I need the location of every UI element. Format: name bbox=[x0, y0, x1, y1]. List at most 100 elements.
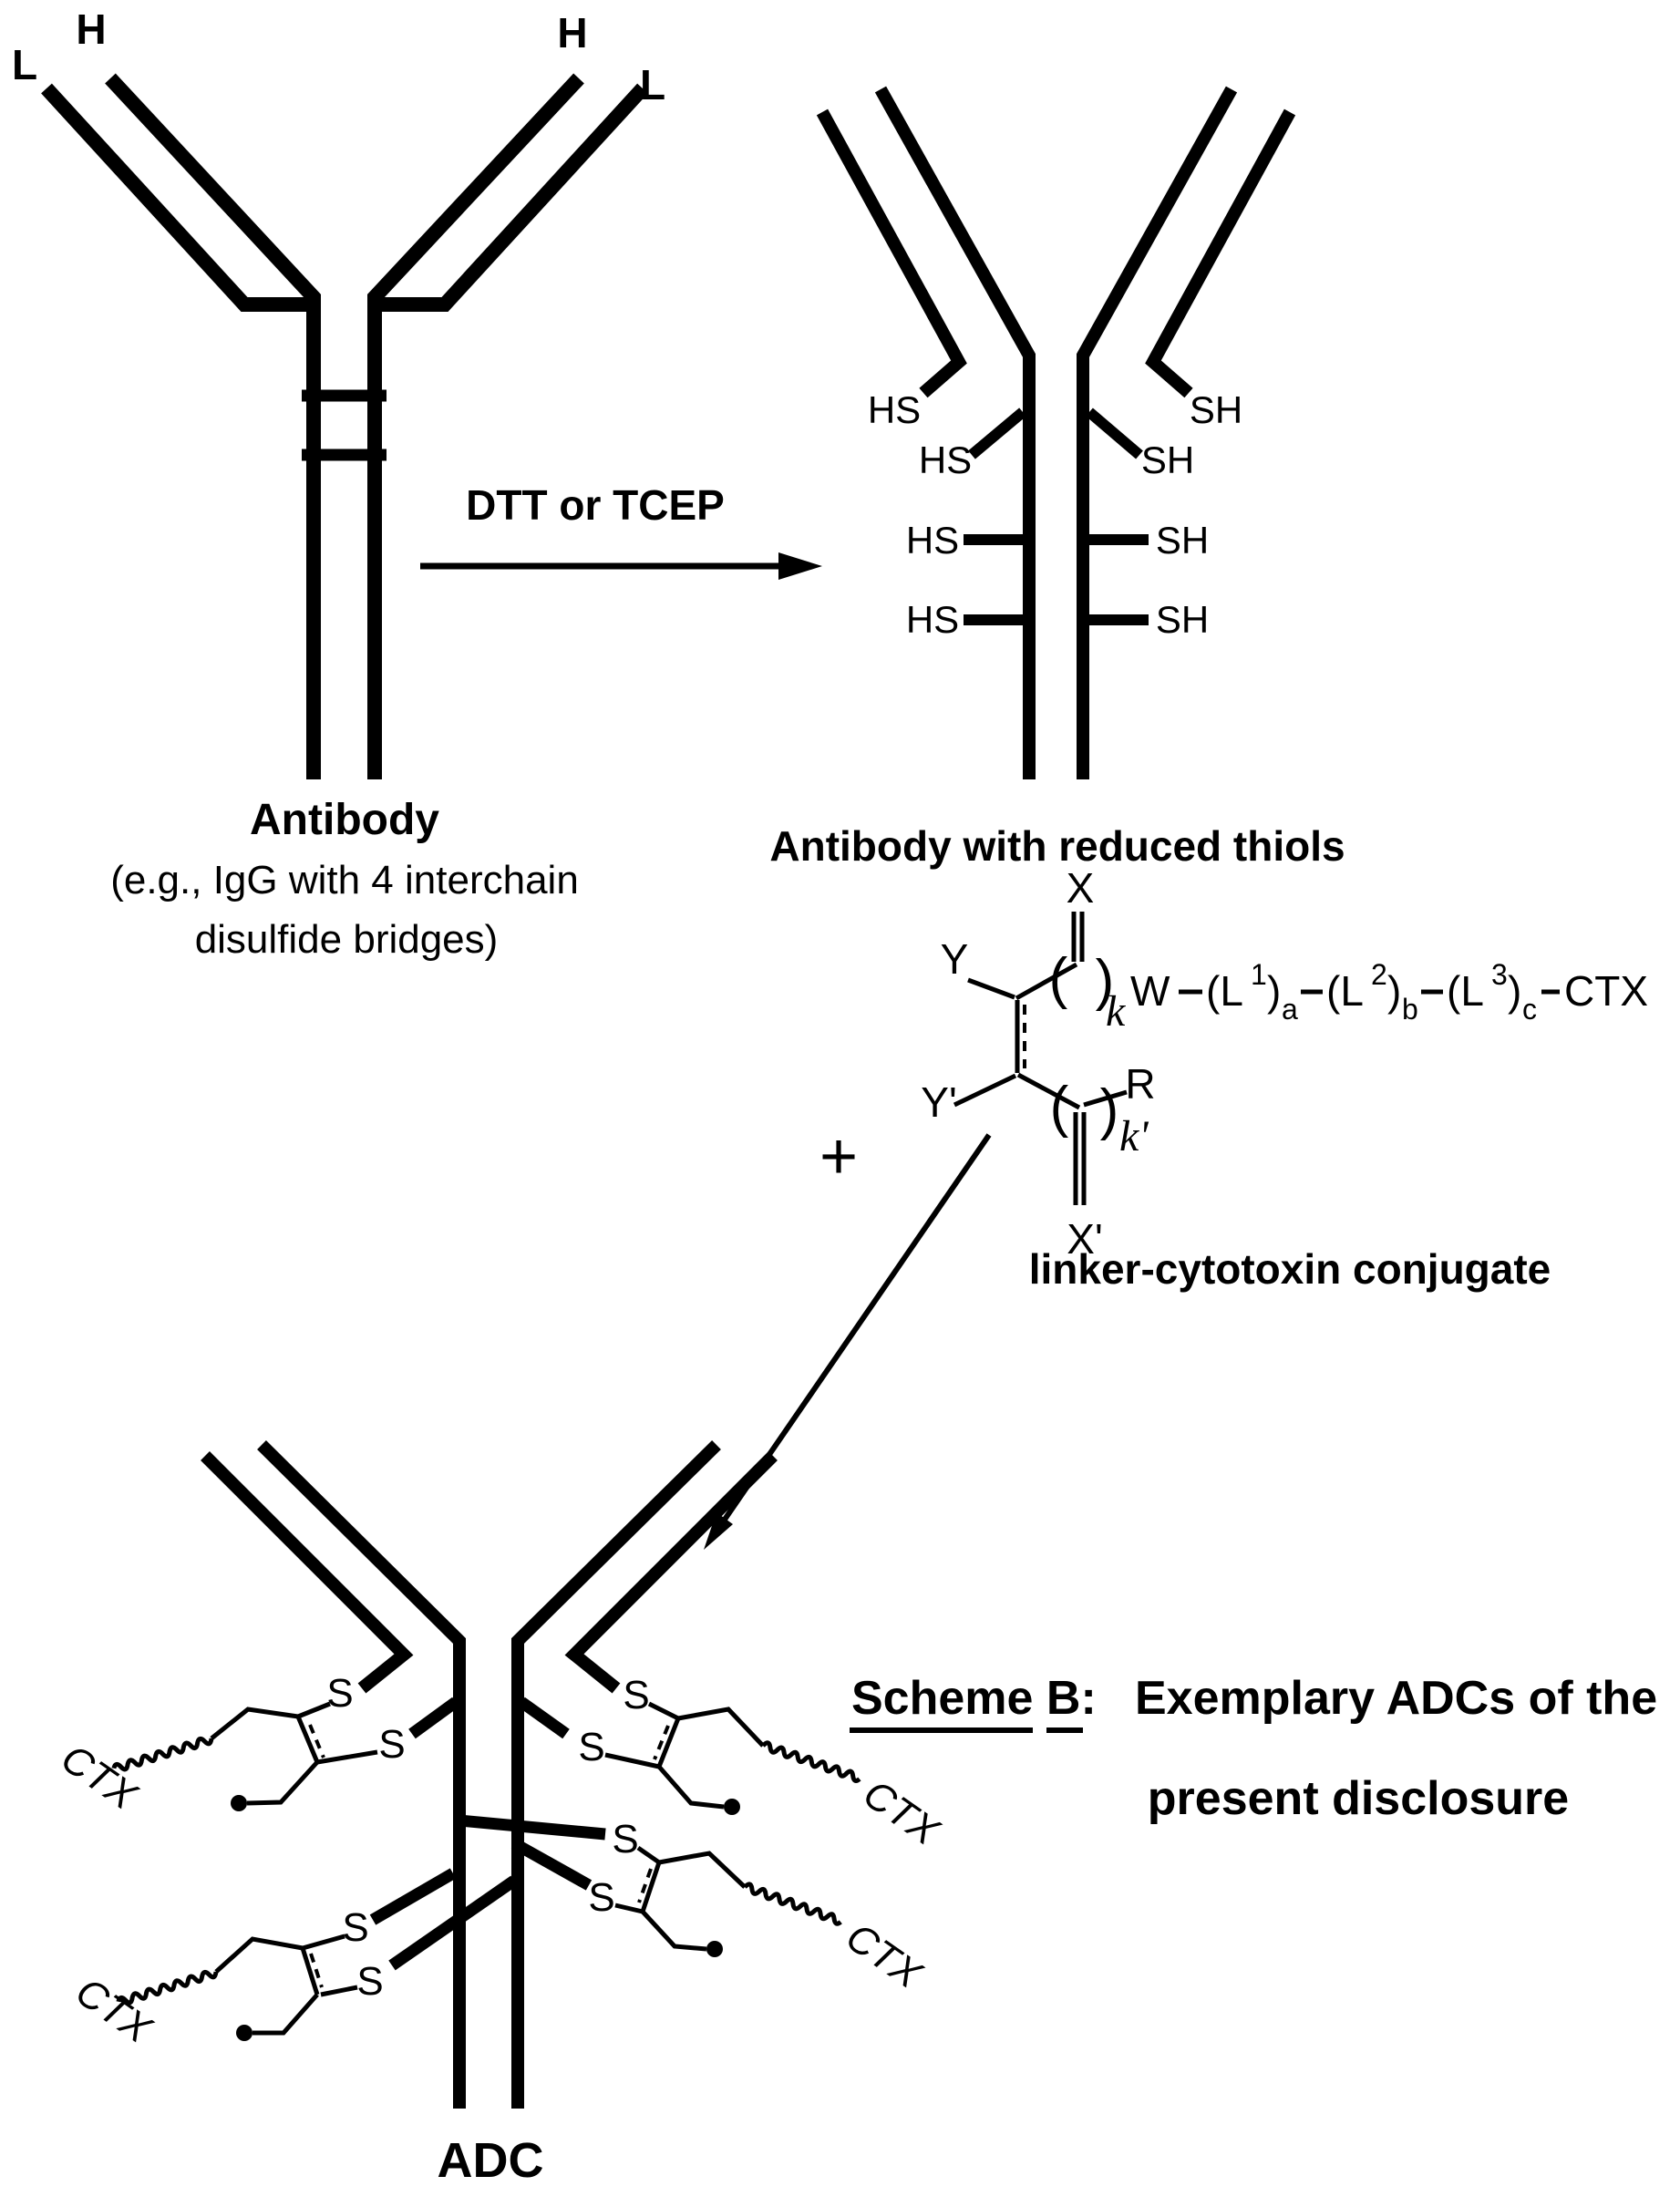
atom-x: X bbox=[1067, 864, 1095, 912]
heavy-chain-label-right: H bbox=[557, 9, 587, 57]
terminal-dot bbox=[706, 1941, 723, 1957]
linker-cytotoxin-structure: X Y ( ) k Y' ( ) k' R X' W (L 1 ) a (L bbox=[921, 864, 1648, 1293]
bond-s-c2 bbox=[614, 1903, 644, 1914]
stub-lower-right-2 bbox=[510, 1838, 593, 1891]
vinyl-dashed bbox=[308, 1724, 325, 1758]
l1-open: (L bbox=[1206, 967, 1243, 1015]
right-light-chain bbox=[375, 83, 648, 312]
sulfur-ll-1: S bbox=[342, 1905, 368, 1950]
l2-sub: b bbox=[1402, 993, 1418, 1026]
bond-y-c1 bbox=[967, 977, 1015, 1000]
ch2-link bbox=[210, 1707, 299, 1740]
atom-w: W bbox=[1130, 967, 1170, 1015]
l2-close: ) bbox=[1387, 967, 1401, 1015]
stub-upper-right-2 bbox=[518, 1697, 570, 1739]
reduced-antibody-caption: Antibody with reduced thiols bbox=[769, 822, 1345, 870]
formula-ctx: CTX bbox=[1564, 967, 1648, 1015]
thiol-label-hs-4: HS bbox=[906, 598, 959, 641]
antibody-subtitle-2: disulfide bridges) bbox=[195, 917, 499, 962]
ch2-link bbox=[658, 1851, 747, 1889]
l2-open: (L bbox=[1326, 967, 1364, 1015]
atom-x-prime: X' bbox=[1067, 1215, 1102, 1263]
reduced-antibody: HS HS HS HS SH SH SH SH Antibody with re… bbox=[769, 86, 1345, 870]
bond-c1-carbonyl bbox=[1015, 962, 1078, 1001]
linker-formula: W (L 1 ) a (L 2 ) b (L 3 ) c CTX bbox=[1130, 958, 1648, 1026]
right-heavy-chain bbox=[1077, 86, 1238, 779]
dot-branch bbox=[246, 1760, 319, 1806]
sulfur-ur-1: S bbox=[623, 1673, 649, 1717]
linker-caption: linker-cytotoxin conjugate bbox=[1029, 1245, 1551, 1293]
bond-s-c2 bbox=[316, 1749, 378, 1765]
reagent-label: DTT or TCEP bbox=[466, 481, 725, 529]
heavy-chain-label-left: H bbox=[76, 5, 106, 53]
l2-sup: 2 bbox=[1371, 958, 1387, 991]
bond-s-c1 bbox=[297, 1701, 331, 1719]
thiol-label-sh-2: SH bbox=[1141, 438, 1194, 481]
atom-y-prime: Y' bbox=[921, 1078, 956, 1126]
adc-right-light-chain bbox=[564, 1451, 778, 1694]
sulfur-ur-2: S bbox=[578, 1725, 604, 1769]
conjugation-arrow-head bbox=[704, 1512, 733, 1550]
thiol-label-sh-4: SH bbox=[1156, 598, 1209, 641]
ch2-link bbox=[214, 1936, 304, 1974]
stub-lower-left-2 bbox=[388, 1875, 518, 1971]
bond-yprime-c2 bbox=[953, 1073, 1017, 1108]
l3-sup: 3 bbox=[1491, 958, 1508, 991]
sulfur-ll-2: S bbox=[356, 1959, 383, 2004]
dot-branch bbox=[657, 1765, 725, 1810]
paren-close-bottom: ) bbox=[1100, 1078, 1119, 1141]
thiol-stub-left-2 bbox=[968, 407, 1026, 459]
dot-branch bbox=[641, 1910, 707, 1952]
left-light-chain bbox=[816, 108, 967, 398]
vinyl-dashed bbox=[637, 1868, 653, 1903]
intact-antibody: L H H L Antibody (e.g., IgG with 4 inter… bbox=[12, 5, 665, 962]
bond-s-c1 bbox=[636, 1845, 661, 1865]
thiol-label-sh-1: SH bbox=[1190, 388, 1242, 431]
left-light-chain bbox=[41, 83, 314, 312]
repeat-k: k bbox=[1106, 987, 1127, 1036]
reaction-arrow-head bbox=[778, 552, 822, 580]
vinyl-dashed bbox=[309, 1953, 324, 1988]
adc-right-heavy-chain bbox=[511, 1440, 721, 2109]
thiol-label-hs-3: HS bbox=[906, 519, 959, 562]
atom-r: R bbox=[1125, 1060, 1155, 1108]
left-heavy-chain bbox=[105, 73, 321, 779]
paren-open-bottom: ( bbox=[1050, 1076, 1069, 1139]
vinyl-solid bbox=[656, 1717, 681, 1768]
scheme-heading: Scheme B: Exemplary ADCs of the present … bbox=[850, 1672, 1657, 1825]
scheme-title-line2: present disclosure bbox=[1148, 1772, 1569, 1825]
bond-s-c2 bbox=[320, 1985, 358, 1997]
thiol-label-hs-1: HS bbox=[868, 388, 921, 431]
thiol-label-sh-3: SH bbox=[1156, 519, 1209, 562]
l1-sup: 1 bbox=[1251, 958, 1267, 991]
vinyl-dashed bbox=[653, 1725, 670, 1760]
light-chain-label-right: L bbox=[640, 61, 665, 108]
paren-close-top: ) bbox=[1096, 949, 1115, 1012]
sulfur-lr-1: S bbox=[612, 1817, 638, 1862]
l1-close: ) bbox=[1267, 967, 1281, 1015]
bond-s-c1 bbox=[647, 1701, 680, 1721]
l3-close: ) bbox=[1508, 967, 1521, 1015]
paren-open-top: ( bbox=[1049, 947, 1068, 1010]
l1-sub: a bbox=[1282, 993, 1298, 1026]
bond-c2-carbonyl bbox=[1016, 1072, 1081, 1110]
bond-r bbox=[1083, 1089, 1128, 1108]
antibody-title: Antibody bbox=[250, 796, 439, 844]
thiol-stub-right-2 bbox=[1086, 407, 1143, 459]
sulfur-ul-2: S bbox=[378, 1722, 405, 1767]
plus-sign: + bbox=[819, 1120, 858, 1193]
bond-s-c1 bbox=[302, 1934, 345, 1951]
stub-upper-left-2 bbox=[408, 1697, 459, 1739]
scheme-title-line1: Exemplary ADCs of the bbox=[1135, 1672, 1657, 1725]
reduction-reaction: DTT or TCEP bbox=[420, 481, 822, 580]
right-light-chain bbox=[1145, 108, 1296, 398]
adc-left-heavy-chain bbox=[257, 1440, 466, 2109]
scheme-label: Scheme B: bbox=[851, 1672, 1097, 1725]
adc-left-light-chain bbox=[201, 1451, 414, 1694]
stub-lower-right-1 bbox=[459, 1814, 606, 1841]
bond-s-c2 bbox=[604, 1752, 660, 1769]
left-heavy-chain bbox=[874, 86, 1036, 779]
